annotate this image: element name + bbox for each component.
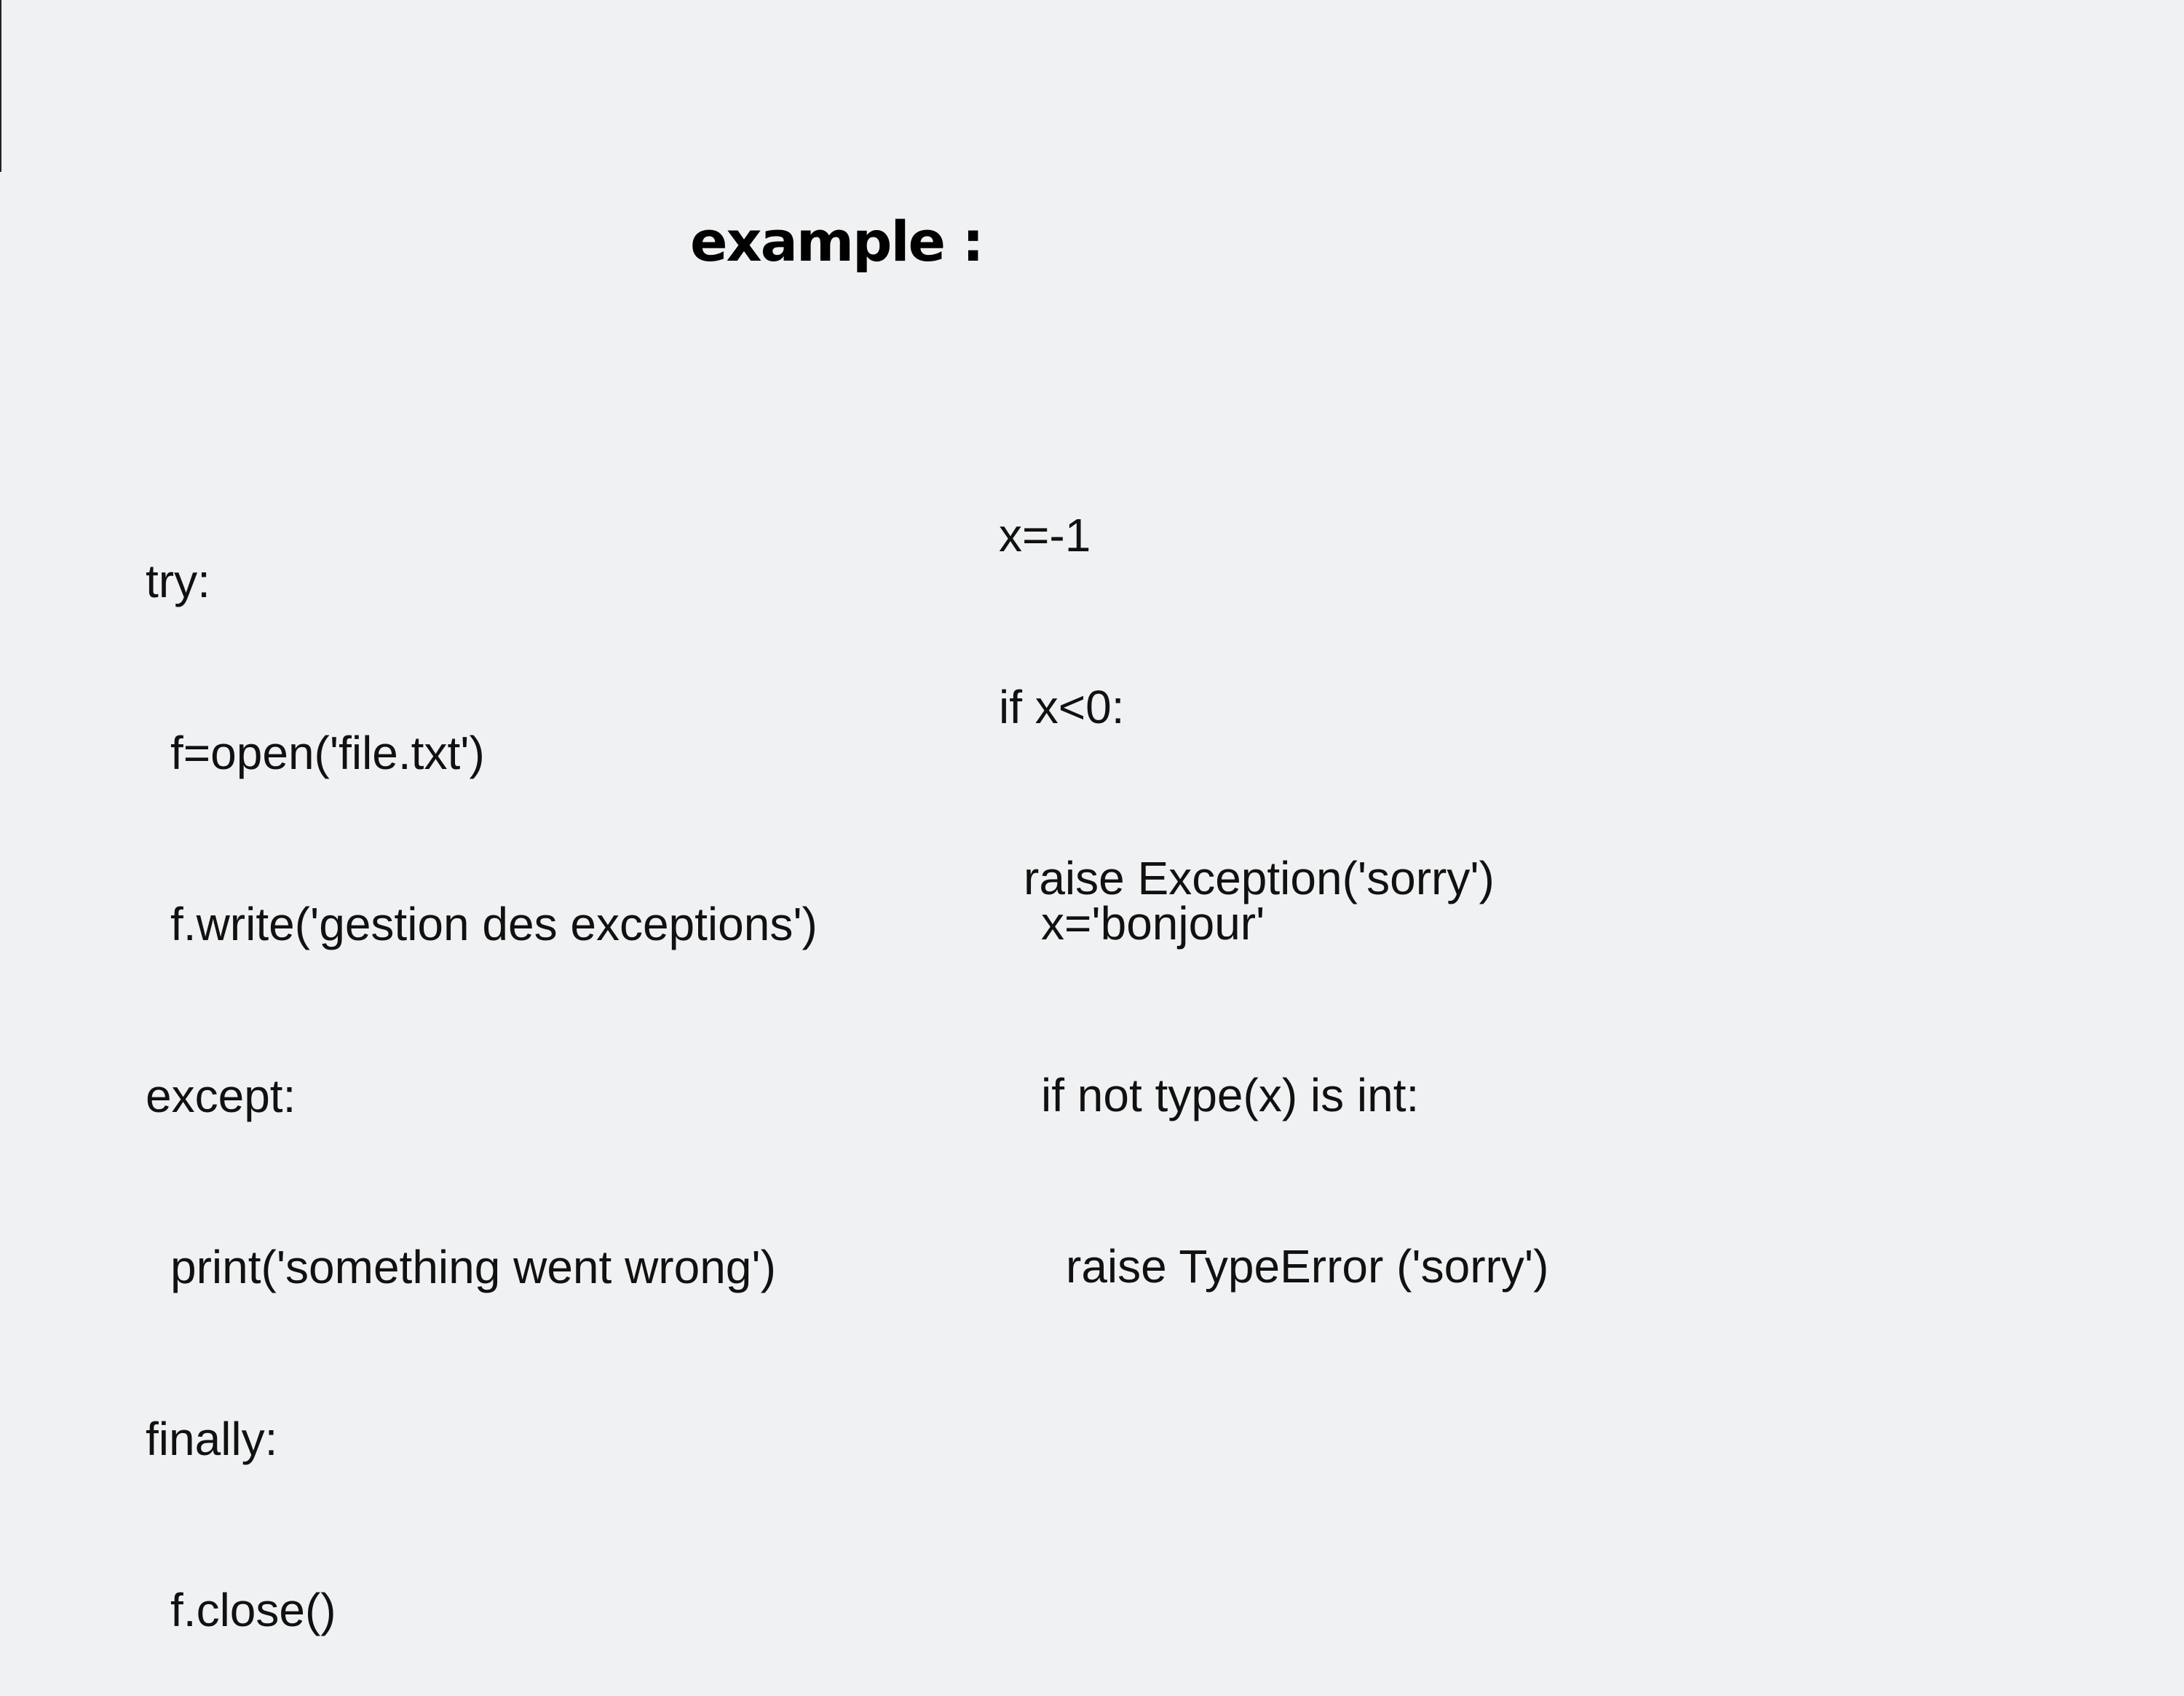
code-line: x=-1 [999,509,1091,561]
code-line: except: [146,1069,296,1122]
code-line: print('something went wrong') [170,1241,776,1293]
try-except-code-block: try: f=open('file.txt') f.write('gestion… [146,438,818,1696]
code-line: raise Exception('sorry') [1024,852,1495,904]
code-line: raise TypeError ('sorry') [1066,1240,1549,1293]
code-line: if not type(x) is int: [1041,1068,1420,1121]
raise-exception-code-block: x=-1 if x<0: raise Exception('sorry') [999,393,1495,964]
code-line: if x<0: [999,680,1125,733]
code-line: f.close() [170,1584,336,1636]
code-line: finally: [146,1412,278,1465]
code-line: f.write('gestion des exceptions') [170,898,818,950]
code-line: try: [146,555,210,607]
left-edge-divider [0,0,1,172]
code-line: x='bonjour' [1041,897,1265,950]
slide-title: example : [690,209,984,274]
code-line: f=open('file.txt') [170,726,485,779]
raise-typeerror-code-block: x='bonjour' if not type(x) is int: raise… [1041,781,1548,1352]
